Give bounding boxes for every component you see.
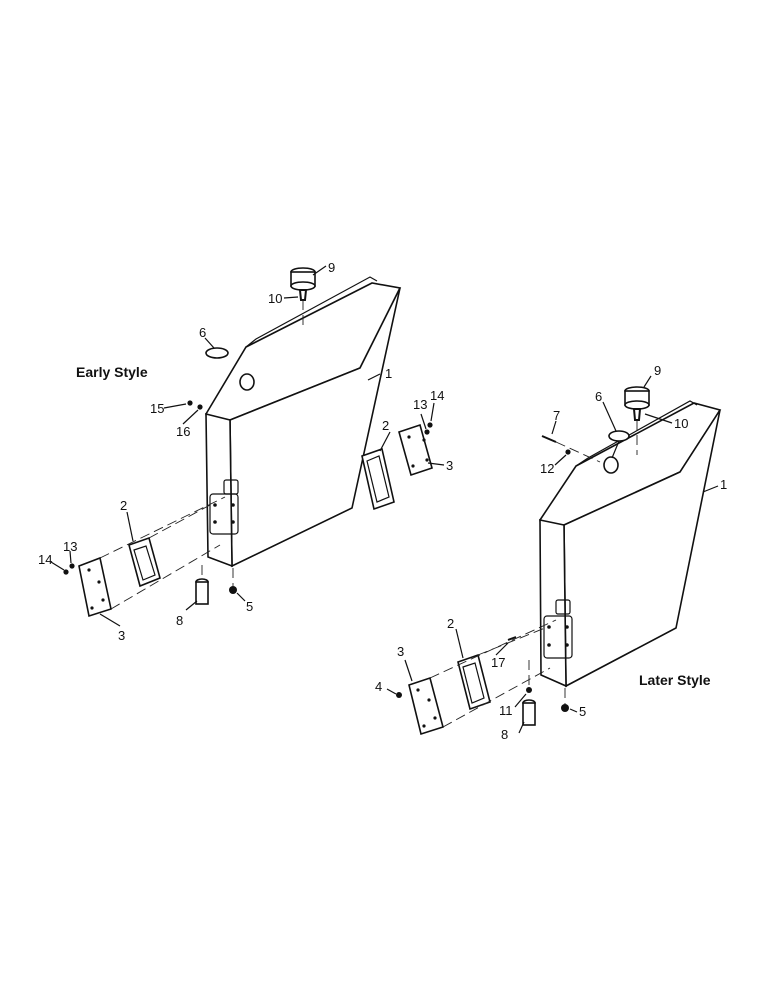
callout-8: 8 — [176, 613, 183, 628]
callout-2: 2 — [447, 616, 454, 631]
callout-4: 4 — [375, 679, 382, 694]
callout-16: 16 — [176, 424, 190, 439]
early-drain-fitting — [195, 565, 209, 605]
early-screw-14-side — [427, 422, 433, 428]
later-drain-fitting — [522, 699, 536, 726]
callout-6: 6 — [199, 325, 206, 340]
later-filler-cap — [624, 386, 650, 455]
later-cover — [408, 676, 444, 736]
callout-1: 1 — [385, 366, 392, 381]
later-tank — [539, 400, 722, 688]
later-callouts: 1 2 3 4 5 6 7 8 9 10 11 12 17 — [375, 363, 727, 742]
callout-7: 7 — [553, 408, 560, 423]
callout-2: 2 — [382, 418, 389, 433]
early-washer-13-side — [424, 429, 430, 435]
early-tank — [205, 276, 402, 568]
callout-10: 10 — [268, 291, 282, 306]
early-cover-side — [398, 423, 433, 477]
later-reducer-11 — [526, 687, 532, 693]
early-callouts: 1 2 2 3 3 5 6 8 9 10 13 13 14 14 15 16 — [38, 260, 453, 643]
callout-14: 14 — [430, 388, 444, 403]
later-screw-4 — [396, 692, 402, 698]
later-bolt-7 — [541, 435, 557, 443]
callout-3: 3 — [118, 628, 125, 643]
early-gasket-front — [128, 536, 161, 588]
later-leaders — [386, 375, 719, 734]
callout-5: 5 — [579, 704, 586, 719]
callout-13: 13 — [413, 397, 427, 412]
early-gasket-side — [361, 447, 395, 511]
early-cover-front — [78, 556, 112, 618]
callout-14: 14 — [38, 552, 52, 567]
early-bolt-15 — [187, 400, 193, 406]
early-drain-plug — [229, 568, 237, 594]
early-leaders — [50, 265, 445, 627]
callout-12: 12 — [540, 461, 554, 476]
later-washer-12 — [565, 449, 571, 455]
early-washer-16 — [197, 404, 203, 410]
callout-8: 8 — [501, 727, 508, 742]
callout-3: 3 — [446, 458, 453, 473]
callout-15: 15 — [150, 401, 164, 416]
callout-6: 6 — [595, 389, 602, 404]
early-style-assembly: Early Style — [38, 260, 453, 643]
callout-11: 11 — [499, 703, 513, 718]
callout-10: 10 — [674, 416, 688, 431]
later-style-title: Later Style — [639, 672, 711, 688]
later-gasket — [457, 653, 491, 711]
later-drain-plug — [561, 688, 569, 712]
early-screw-14-front — [63, 569, 69, 575]
later-bolt-17 — [507, 636, 517, 641]
early-filler-cap — [290, 267, 316, 330]
callout-9: 9 — [328, 260, 335, 275]
callout-1: 1 — [720, 477, 727, 492]
later-sending-unit — [603, 430, 630, 474]
callout-17: 17 — [491, 655, 505, 670]
early-style-title: Early Style — [76, 364, 148, 380]
callout-5: 5 — [246, 599, 253, 614]
callout-3: 3 — [397, 644, 404, 659]
early-washer-13-front — [69, 563, 75, 569]
callout-13: 13 — [63, 539, 77, 554]
callout-9: 9 — [654, 363, 661, 378]
callout-2: 2 — [120, 498, 127, 513]
early-sending-unit — [205, 347, 255, 391]
later-style-assembly: Later Style — [375, 363, 727, 742]
